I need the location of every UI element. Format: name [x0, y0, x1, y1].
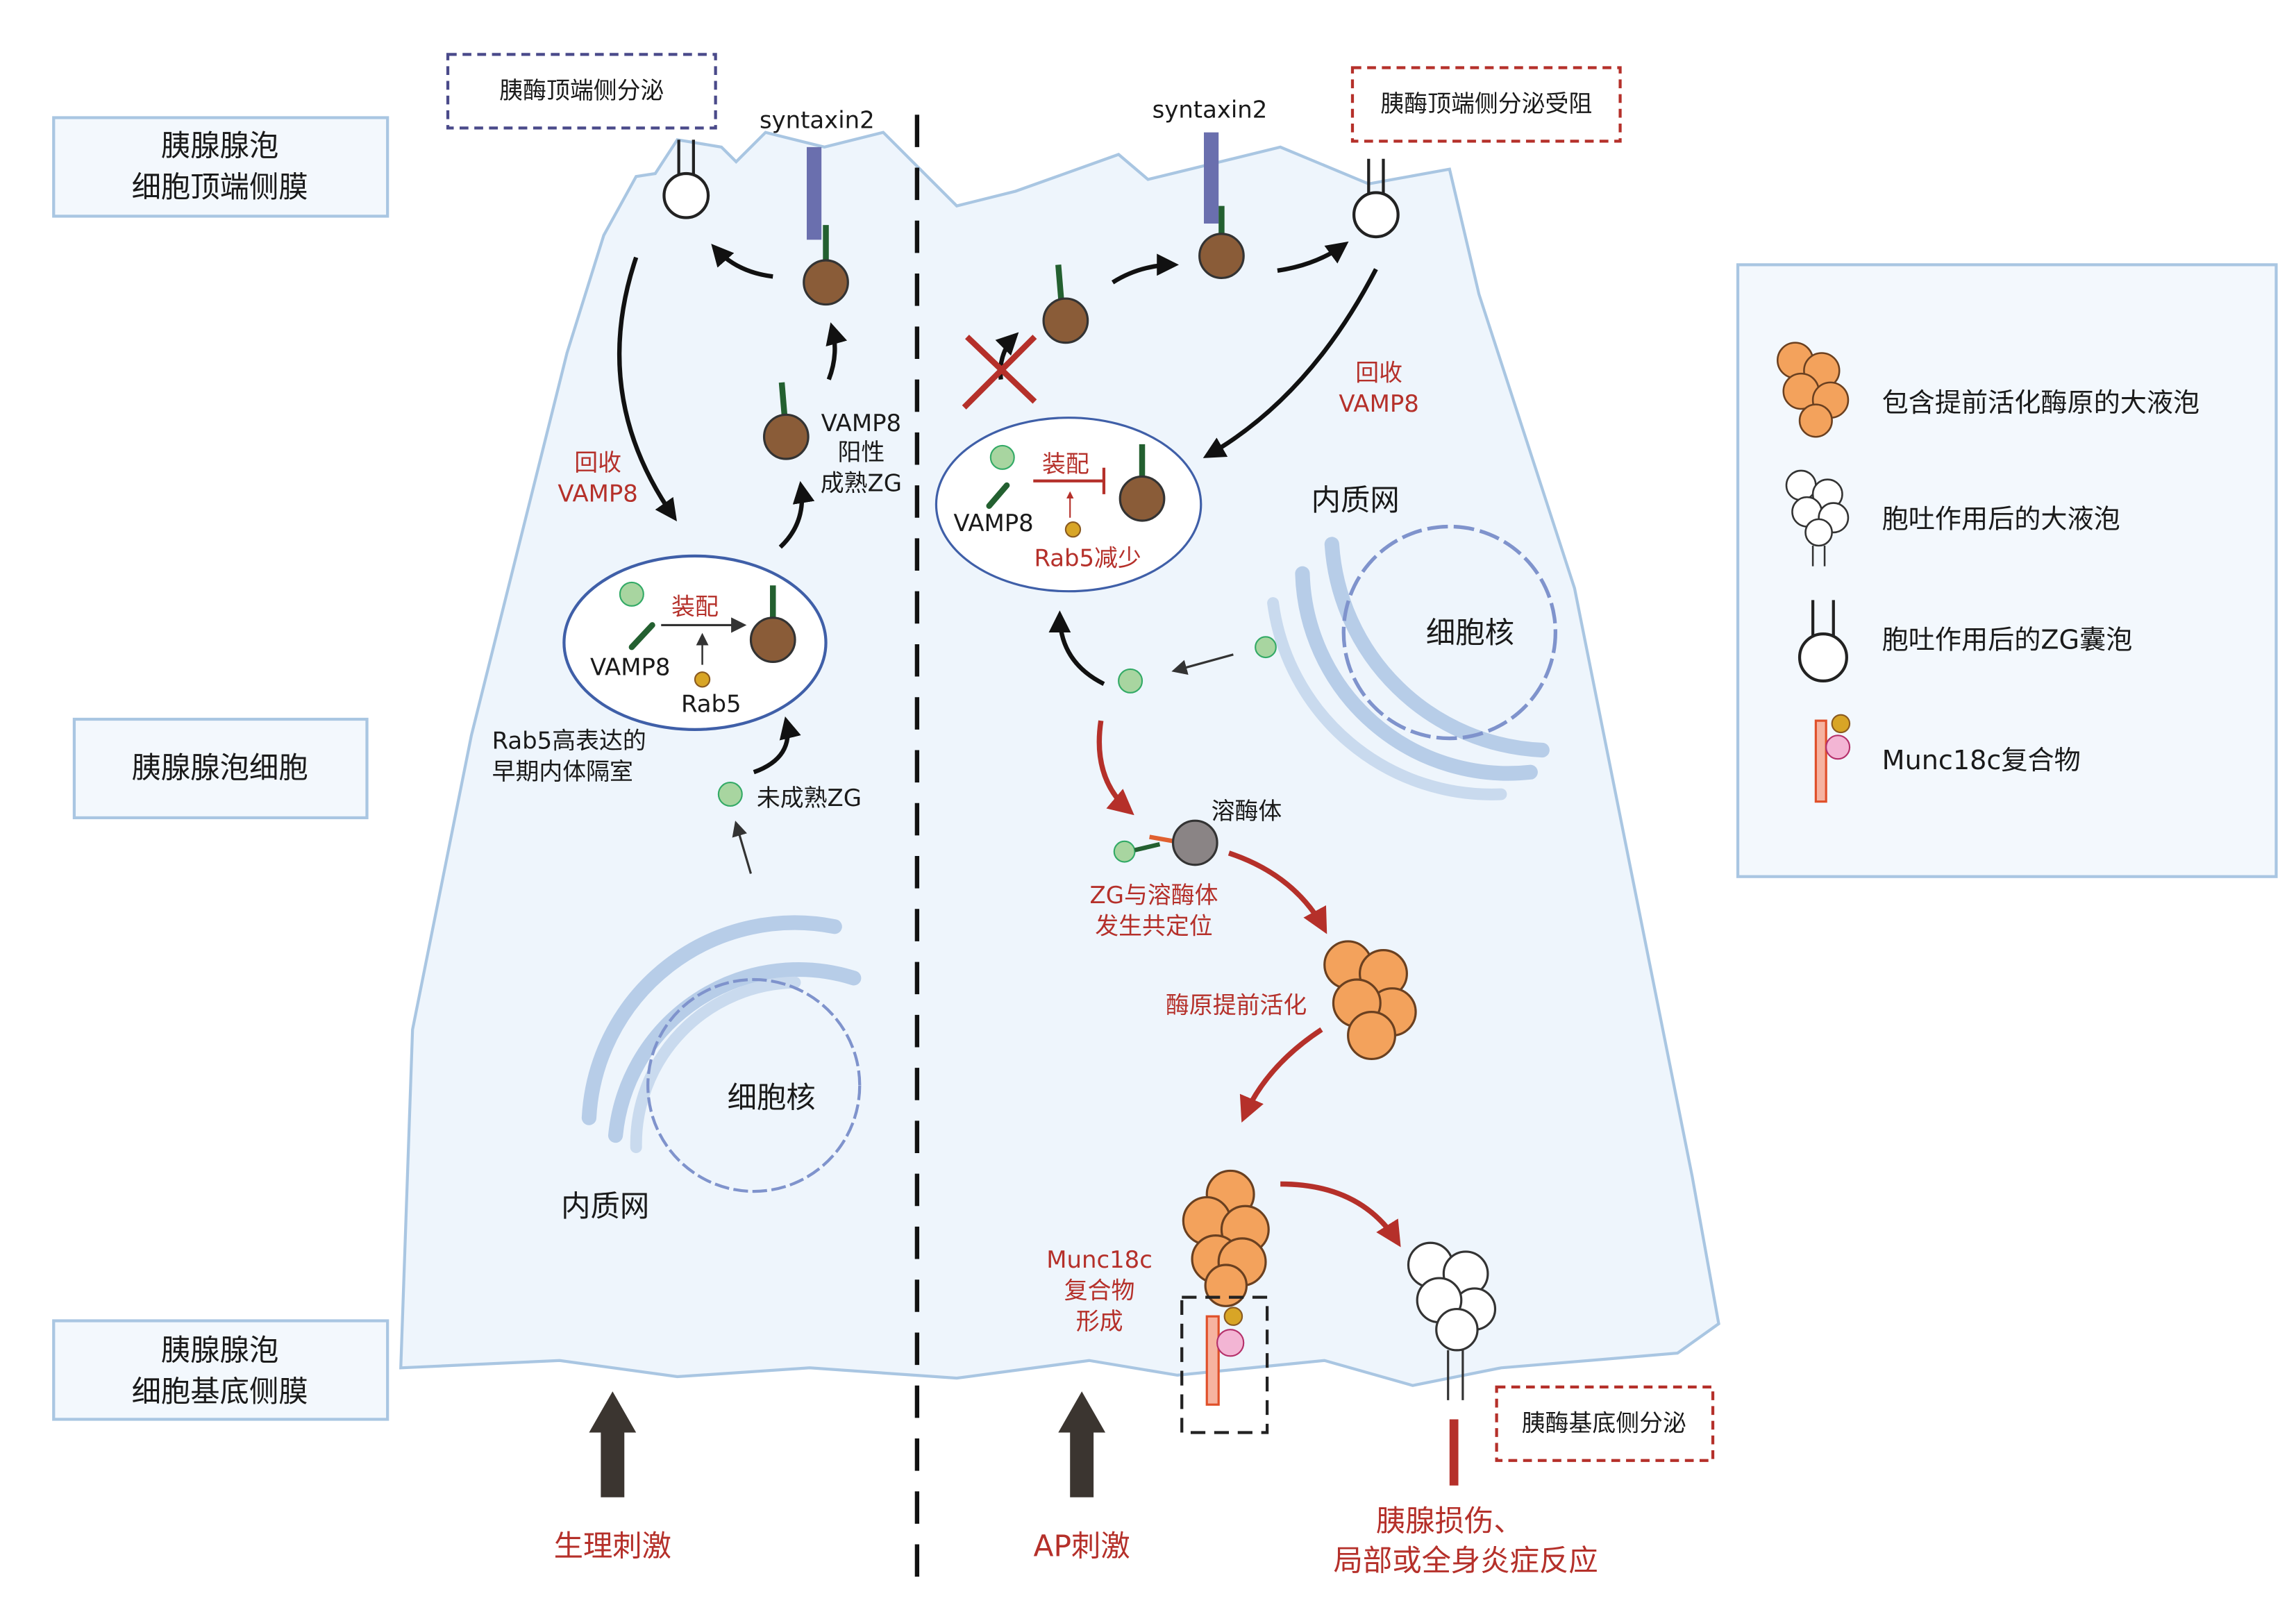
ap-stimulus-arrow-icon	[1058, 1391, 1106, 1497]
apical-label-line2: 细胞顶端侧膜	[132, 170, 308, 204]
colocalization-label2: 发生共定位	[1095, 912, 1212, 939]
early-endosome-right: 装配 VAMP8 Rab5减少	[935, 417, 1203, 593]
mature-zg-icon	[803, 225, 849, 306]
acinar-cell	[399, 131, 1720, 1387]
right-er-nucleus: 内质网 细胞核	[1255, 483, 1558, 800]
left-nucleus-label: 细胞核	[728, 1080, 816, 1114]
label-acinar-cell: 胰腺腺泡细胞	[72, 717, 369, 820]
legend-label-zymogen-vacuole: 包含提前活化酶原的大液泡	[1882, 387, 2200, 418]
label-basal-membrane: 胰腺腺泡 细胞基底侧膜	[52, 1319, 389, 1421]
apical-secretion-box	[446, 53, 717, 130]
immature-zg-right-icon	[1118, 668, 1143, 694]
legend-label-post-exocytosis-vacuole: 胞吐作用后的大液泡	[1882, 504, 2120, 535]
munc18c-box	[1180, 1295, 1269, 1434]
munc18c-label2: 复合物	[1064, 1277, 1135, 1304]
arrow-er-to-zg	[1171, 653, 1234, 675]
physiological-stimulus-arrow-icon	[589, 1391, 637, 1497]
legend-zymogen-vacuole-icon	[1776, 342, 1850, 438]
recycle-label-right: 回收	[1355, 360, 1402, 387]
early-endosome: 装配 VAMP8 Rab5	[562, 554, 828, 731]
basal-secretion-box	[1495, 1385, 1715, 1462]
arrow-to-syntaxin	[826, 322, 848, 380]
munc18c-label1: Munc18c	[1046, 1246, 1153, 1273]
arrow-recycle	[617, 256, 677, 521]
legend: 包含提前活化酶原的大液泡 胞吐作用后的大液泡 胞吐作用后的ZG囊泡 Munc18…	[1736, 263, 2278, 878]
basal-zymogen-vacuole-icon	[1182, 1169, 1270, 1307]
right-nucleus-label: 细胞核	[1426, 616, 1514, 650]
basal-label-line1: 胰腺腺泡	[161, 1334, 278, 1368]
label-apical-membrane: 胰腺腺泡 细胞顶端侧膜	[52, 116, 389, 218]
legend-post-exocytosis-zg-icon	[1798, 600, 1848, 683]
basal-secretion-label: 胰酶基底侧分泌	[1522, 1409, 1686, 1436]
legend-label-post-exocytosis-zg: 胞吐作用后的ZG囊泡	[1882, 624, 2133, 655]
arrow-to-activation	[1227, 850, 1327, 934]
apical-label-line1: 胰腺腺泡	[161, 129, 278, 163]
endosome-label1: Rab5高表达的	[492, 727, 646, 754]
recycle-vamp8-label-right: VAMP8	[1339, 390, 1418, 417]
zymogen-vacuole-icon	[1323, 940, 1417, 1060]
rab5-label: Rab5	[681, 690, 741, 717]
syntaxin2-bar	[806, 146, 822, 240]
recycle-label: 回收	[574, 449, 621, 476]
arrow-zg-to-endosome	[1048, 610, 1105, 686]
legend-munc18c-complex-icon	[1814, 714, 1851, 803]
right-er-label: 内质网	[1312, 483, 1400, 517]
basal-secretion-bar	[1449, 1419, 1459, 1486]
rab5-reduced-label: Rab5减少	[1034, 545, 1141, 572]
physiological-stimulus-label: 生理刺激	[554, 1529, 671, 1563]
arrow-to-apical-right	[1277, 241, 1349, 273]
post-exocytosis-zg-right-icon	[1352, 158, 1400, 239]
vamp8-positive-label1: VAMP8	[821, 410, 901, 437]
vamp8-positive-zg-icon	[762, 382, 810, 460]
immature-zg-label: 未成熟ZG	[757, 784, 862, 812]
syntaxin2-label: syntaxin2	[760, 106, 875, 133]
blocked-cross-icon	[962, 335, 1037, 410]
apical-blocked-label: 胰酶顶端侧分泌受阻	[1380, 90, 1592, 117]
recycle-vamp8-label: VAMP8	[558, 480, 637, 507]
arrow-to-syntaxin-right	[1111, 253, 1179, 285]
basal-label-line2: 细胞基底侧膜	[132, 1375, 308, 1409]
left-er-nucleus: 细胞核 内质网	[561, 915, 862, 1223]
syntaxin2-bar-right	[1204, 132, 1219, 224]
outcome-label1: 胰腺损伤、	[1376, 1504, 1523, 1538]
apical-secretion-label: 胰酶顶端侧分泌	[499, 77, 664, 104]
activation-label: 酶原提前活化	[1166, 992, 1307, 1019]
arrow-to-basal	[1239, 1027, 1323, 1123]
endosome-label2: 早期内体隔室	[492, 758, 633, 785]
left-er-label: 内质网	[561, 1189, 649, 1223]
vamp8-positive-label2: 阳性	[837, 439, 885, 466]
vamp8-label: VAMP8	[590, 653, 670, 680]
arrow-to-apical	[711, 244, 773, 279]
munc18c-label3: 形成	[1076, 1308, 1123, 1335]
post-exocytosis-zg-icon	[662, 140, 710, 219]
apical-blocked-box	[1350, 66, 1622, 143]
munc18c-complex-icon	[1205, 1307, 1245, 1406]
arrow-to-endosome	[753, 716, 801, 775]
arrow-to-mature	[778, 480, 815, 549]
lysosome-colocalization	[1113, 819, 1218, 866]
arrow-to-exocytosis	[1280, 1181, 1401, 1248]
colocalization-label1: ZG与溶酶体	[1089, 882, 1218, 909]
immature-zg-icon	[717, 782, 743, 807]
assembly-label: 装配	[671, 594, 719, 621]
mature-zg-right-icon	[1198, 205, 1245, 280]
legend-post-exocytosis-vacuole-icon	[1785, 469, 1850, 566]
post-exocytosis-vacuole-icon	[1407, 1241, 1497, 1400]
outcome-label2: 局部或全身炎症反应	[1334, 1544, 1598, 1578]
arrow-recycle-right	[1203, 268, 1378, 458]
syntaxin2-label-right: syntaxin2	[1153, 96, 1268, 123]
arrow-from-er	[732, 821, 752, 874]
assembly-label-right: 装配	[1042, 451, 1089, 478]
vamp8-positive-label3: 成熟ZG	[821, 470, 902, 497]
lysosome-label: 溶酶体	[1212, 798, 1282, 825]
ap-stimulus-label: AP刺激	[1034, 1529, 1130, 1563]
legend-label-munc18c: Munc18c复合物	[1882, 745, 2081, 775]
arrow-to-lysosome	[1096, 720, 1134, 816]
cell-label: 胰腺腺泡细胞	[132, 751, 308, 785]
vamp8-label-right: VAMP8	[953, 510, 1033, 537]
zg-right-icon	[1042, 264, 1089, 344]
